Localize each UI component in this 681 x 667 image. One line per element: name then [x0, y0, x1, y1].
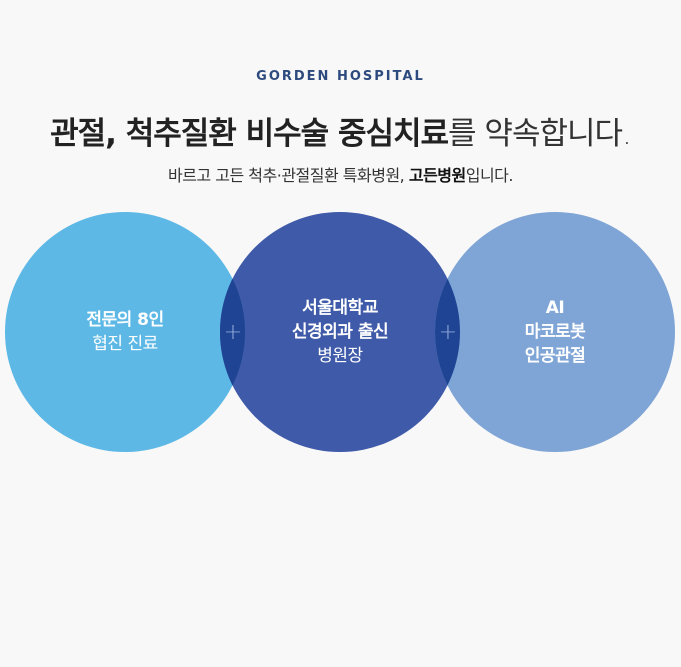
circle2-line2: 신경외과 출신 — [291, 322, 389, 342]
circle1-line1: 전문의 8인 — [86, 310, 164, 330]
circle3-line3: 인공관절 — [524, 346, 586, 366]
circle1-line2: 협진 진료 — [92, 334, 158, 354]
circle-ai-robot — [435, 212, 675, 452]
circle-text-ai-robot: AI 마코로봇 인공관절 — [475, 296, 635, 368]
circle3-line1: AI — [545, 298, 565, 318]
subline-suffix: 입니다. — [465, 166, 514, 185]
main-headline: 관절, 척추질환 비수술 중심치료를 약속합니다. — [0, 108, 681, 153]
subline-prefix: 바르고 고든 척추·관절질환 특화병원, — [168, 166, 409, 185]
venn-diagram: + + — [5, 212, 675, 452]
circle-text-seoul-univ: 서울대학교 신경외과 출신 병원장 — [260, 296, 420, 368]
circle-text-specialists: 전문의 8인 협진 진료 — [45, 308, 205, 356]
plus-icon-left: + — [224, 320, 242, 345]
circle2-line1: 서울대학교 — [302, 298, 378, 318]
sub-headline: 바르고 고든 척추·관절질환 특화병원, 고든병원입니다. — [0, 162, 681, 186]
plus-icon-right: + — [439, 320, 457, 345]
subline-brand: 고든병원 — [408, 166, 466, 185]
circle2-line3: 병원장 — [317, 346, 363, 366]
circle3-line2: 마코로봇 — [524, 322, 586, 342]
headline-light: 를 약속합니다. — [448, 116, 632, 152]
circle-seoul-univ — [220, 212, 460, 452]
headline-strong: 관절, 척추질환 비수술 중심치료 — [50, 116, 449, 152]
circle-specialists — [5, 212, 245, 452]
eyebrow-hospital-name: GORDEN HOSPITAL — [256, 69, 425, 84]
